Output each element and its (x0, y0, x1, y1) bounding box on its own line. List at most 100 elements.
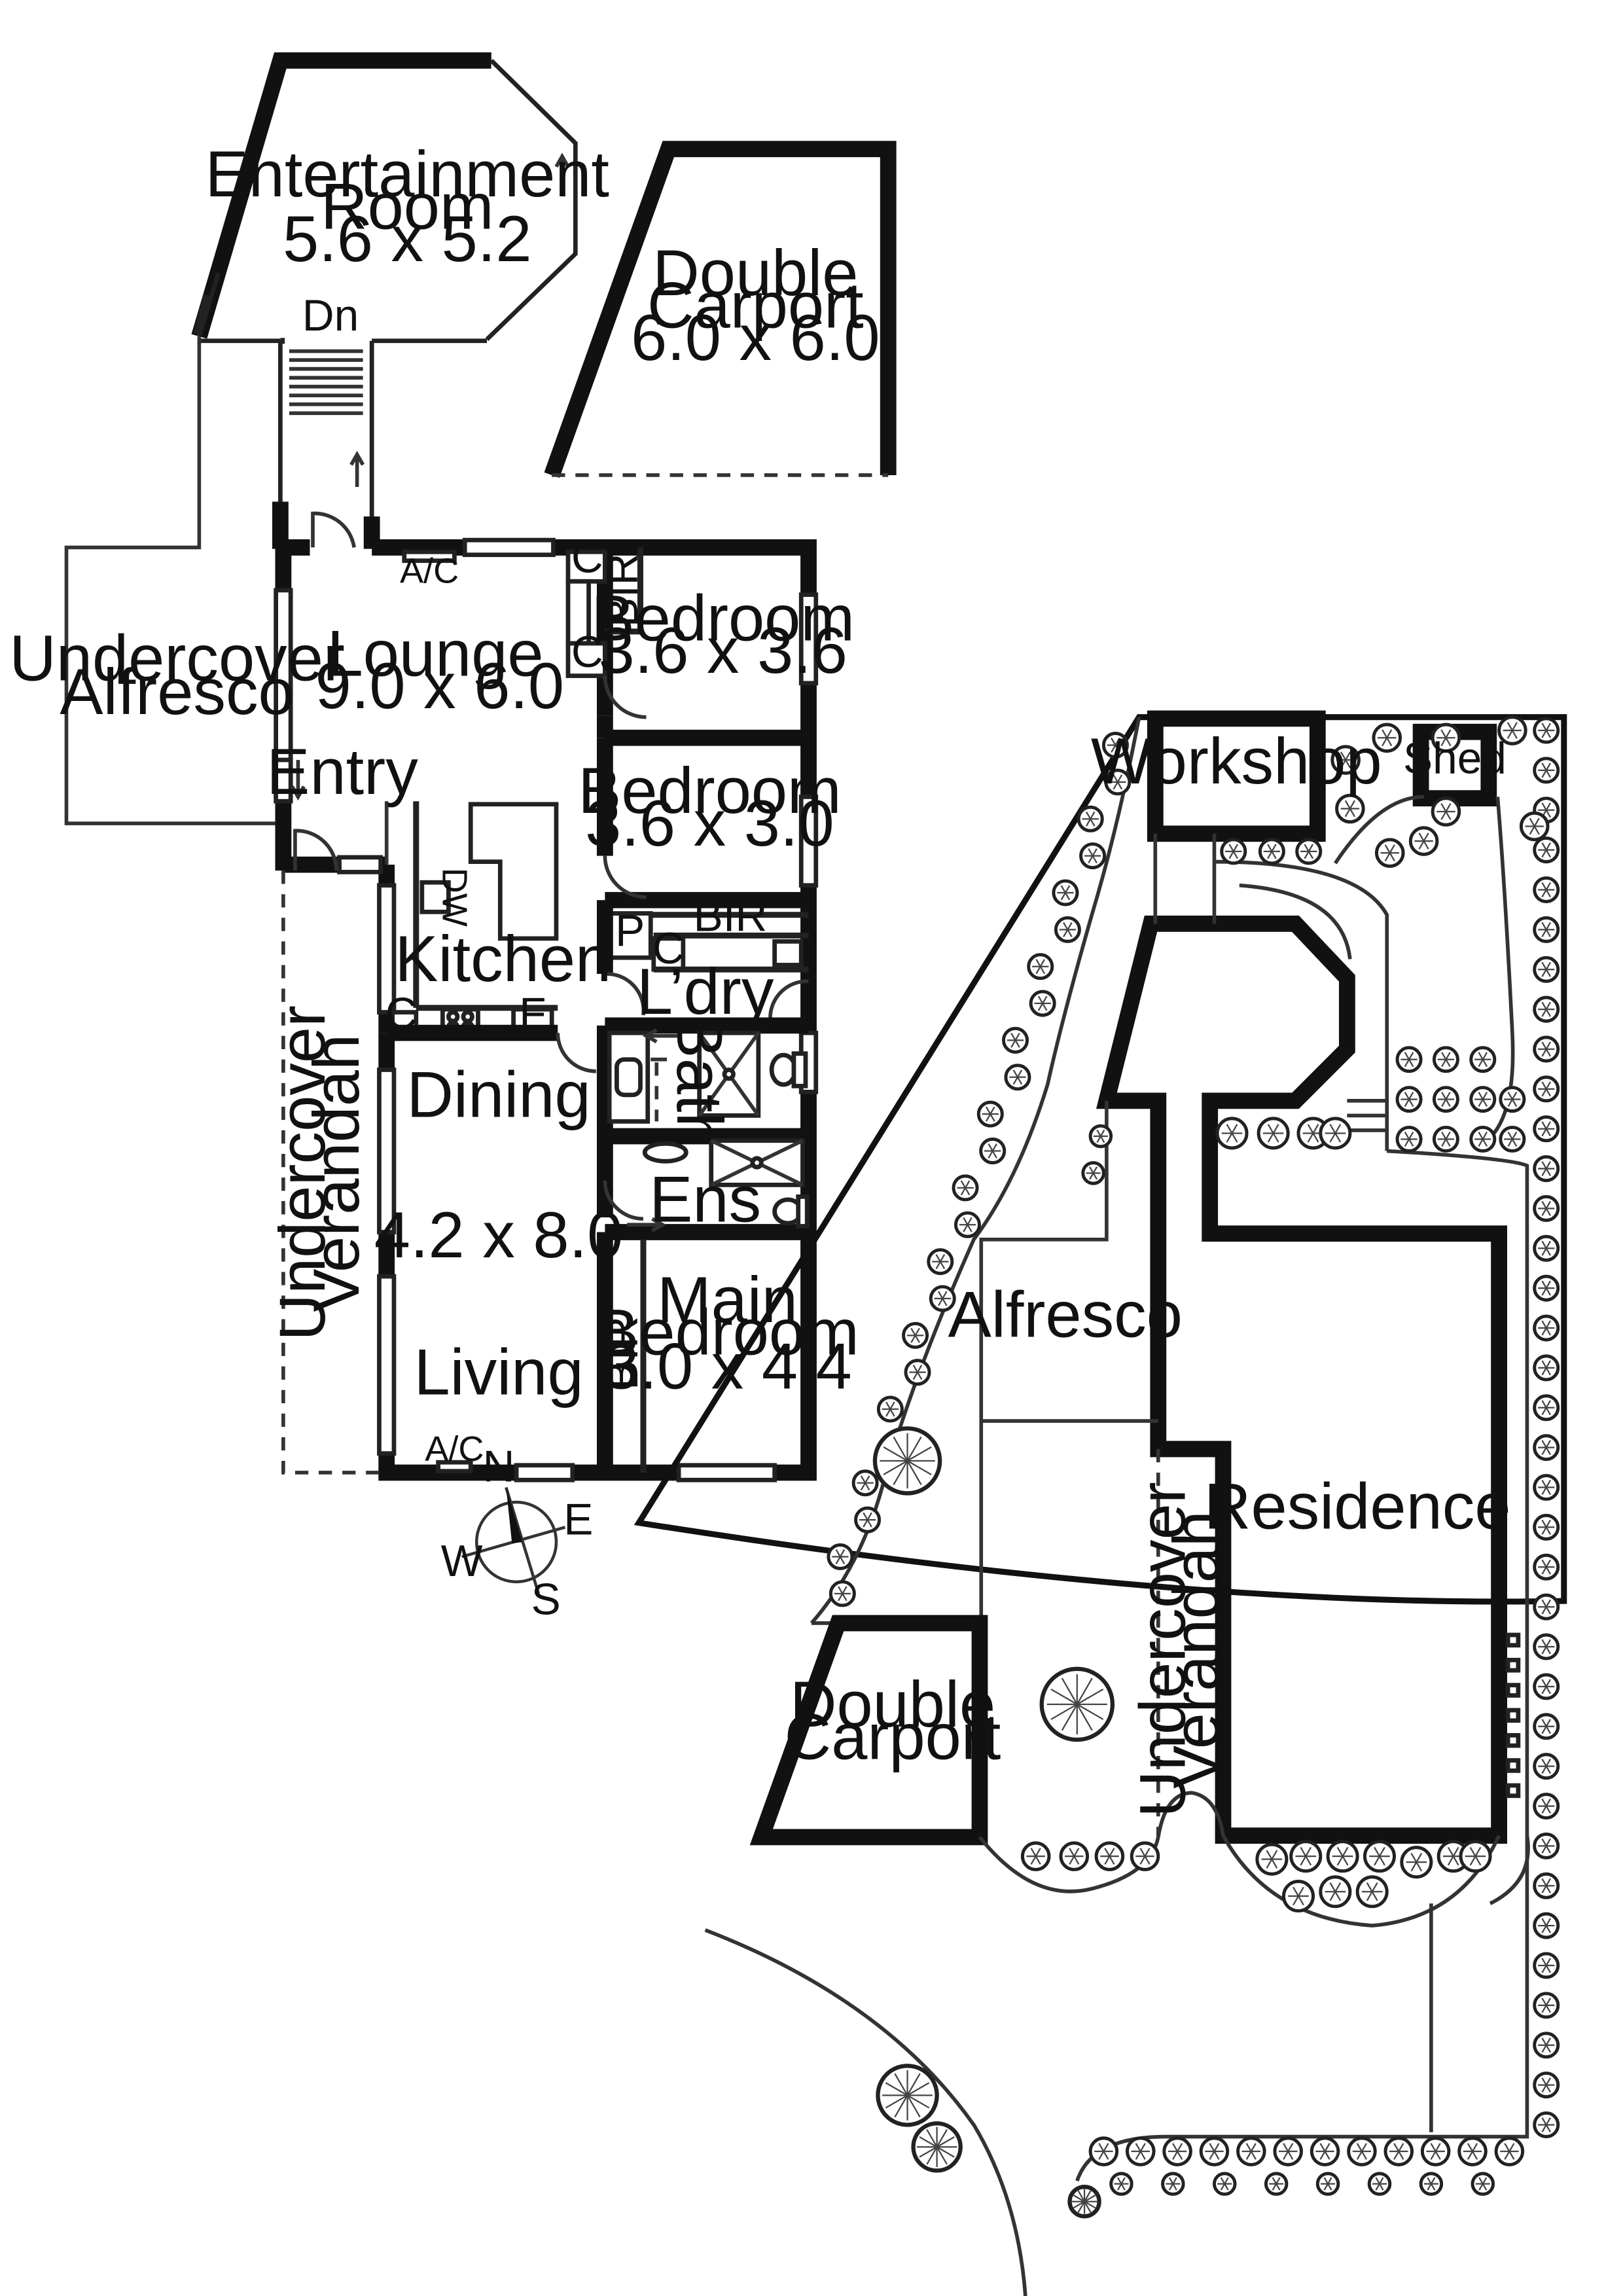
main-bedroom-label-line2: Bedroom (596, 1297, 859, 1369)
shrub-detail (1293, 1886, 1304, 1906)
shrub-detail (1507, 1131, 1518, 1147)
ac-label-lounge: A/C (400, 552, 459, 591)
site-verandah-label-line1: Undercover (1126, 1482, 1199, 1818)
bath-label: Bath (663, 1015, 736, 1149)
shrub-detail (1541, 1001, 1552, 1017)
compass-icon: N E S W (441, 1443, 594, 1624)
shrub-detail (1507, 1092, 1518, 1107)
undercover-verandah-outline (281, 870, 387, 1475)
shrub-detail (1541, 882, 1552, 897)
shrub-detail (1447, 1846, 1459, 1866)
tree-detail (919, 2136, 955, 2158)
shrub-detail (1085, 811, 1096, 827)
shrub-detail (1541, 1679, 1552, 1695)
residence-building (1096, 915, 1507, 1844)
up-arrow-icon (554, 152, 570, 192)
carport-top-label-line1: Double (652, 237, 858, 310)
shrub-detail (1541, 762, 1552, 778)
shrub-detail (1098, 2143, 1109, 2160)
stairs-icon (289, 349, 363, 416)
bir-label-3: BIR (598, 1316, 647, 1390)
shed-label: Shed (1403, 734, 1507, 783)
stepping-stones (1505, 1632, 1521, 1799)
shrub-detail (1116, 2177, 1126, 2191)
shrub-detail (1267, 844, 1277, 859)
shrub-detail (1541, 842, 1552, 858)
undercover-alfresco-label-line1: Undercover (9, 622, 345, 694)
entertainment-room (191, 52, 578, 344)
shrub-detail (860, 1475, 870, 1491)
door-swing-icon (293, 511, 356, 871)
alfresco-label: Alfresco (948, 1279, 1183, 1352)
carport-top-label-line2: Carport (647, 269, 864, 342)
tree-detail (885, 2082, 930, 2109)
shrub-detail (838, 1586, 847, 1602)
shrub-detail (1366, 1882, 1378, 1901)
shrub-detail (1541, 961, 1552, 977)
shrub-detail (1010, 1032, 1020, 1048)
shrub-detail (1469, 1846, 1482, 1866)
shrub-detail (1541, 1200, 1552, 1216)
shrub-detail (935, 1254, 946, 1270)
closet-label-2: C (571, 628, 603, 677)
shrub-detail (1441, 1092, 1451, 1107)
closet-label-3: C (652, 924, 685, 973)
shrub-detail (1060, 885, 1071, 901)
shrub-detail (1541, 723, 1552, 738)
main-bedroom-walls (596, 1232, 647, 1473)
entertainment-room-size: 5.6 x 5.2 (283, 203, 531, 276)
shrub-detail (1541, 1161, 1552, 1177)
shrub-detail (1541, 1400, 1552, 1416)
fridge-label: F (519, 989, 546, 1038)
shrub-detail (1541, 1639, 1552, 1655)
shrub-detail (1300, 1846, 1312, 1866)
shrub-detail (1541, 1759, 1552, 1774)
laundry-label: L’dry (637, 956, 774, 1028)
verandah-label-line1: Undercover (266, 1005, 339, 1341)
shrub-detail (1375, 2177, 1384, 2191)
shrub-detail (1440, 803, 1452, 820)
shrub-detail (1382, 729, 1393, 747)
tree-detail (1050, 1688, 1104, 1720)
shrub-detail (1541, 1958, 1552, 1973)
shrub-detail (1541, 1878, 1552, 1893)
living-label: Living (414, 1336, 583, 1409)
shrub-detail (1541, 1240, 1552, 1256)
shrub-detail (1541, 1121, 1552, 1137)
shrub-detail (1089, 1166, 1098, 1180)
compass-east: E (563, 1496, 593, 1545)
shrub-detail (1541, 1081, 1552, 1097)
shrub-detail (1037, 996, 1048, 1011)
shrub-detail (1374, 1846, 1385, 1866)
shrub-detail (1340, 751, 1351, 768)
verandah-label-line2: Verandah (300, 1034, 373, 1312)
tree-detail (883, 1446, 932, 1476)
shrub-detail (1440, 729, 1452, 747)
shrub-detail (1430, 2143, 1441, 2160)
shrub-detail (1384, 844, 1395, 861)
shrub-detail (1441, 1131, 1451, 1147)
shrub-detail (960, 1180, 971, 1196)
shrub-detail (1478, 1052, 1488, 1067)
site-carport-label-line2: Carport (785, 1700, 1001, 1773)
shrub-detail (1344, 800, 1355, 817)
closet-label-1: C (571, 533, 603, 583)
shrub-detail (1541, 1519, 1552, 1535)
shrub-detail (1478, 1131, 1488, 1147)
door-arrow-icon (627, 1028, 682, 1232)
wet-areas (596, 900, 810, 1240)
shrub-detail (1329, 1124, 1342, 1143)
shrub-detail (1030, 1848, 1041, 1865)
shrub-detail (1088, 848, 1097, 864)
site-carport-label-line1: Double (790, 1668, 995, 1741)
main-floorplan (64, 52, 819, 1482)
dining-label: Dining (406, 1059, 590, 1132)
shrub-detail (1304, 844, 1314, 859)
shrub-detail (1418, 833, 1429, 850)
shrub-detail (1319, 2143, 1330, 2160)
bedroom-2-label: Bedroom (578, 755, 841, 827)
shrub-detail (910, 1327, 920, 1343)
shrub-detail (1541, 1320, 1552, 1336)
shrub-detail (1329, 1882, 1342, 1901)
shrub-detail (1541, 1599, 1552, 1615)
